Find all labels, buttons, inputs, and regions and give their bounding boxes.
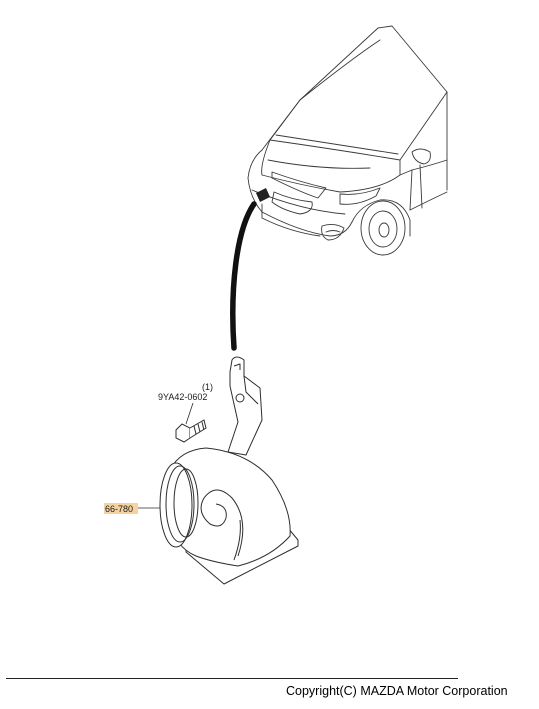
bolt-leader-line	[185, 402, 194, 425]
bolt-illustration	[175, 419, 207, 443]
part-code-highlight	[104, 503, 138, 514]
footer-divider	[6, 678, 458, 679]
part-code-bolt[interactable]: 9YA42-0602	[158, 392, 207, 402]
copyright-text: Copyright(C) MAZDA Motor Corporation	[286, 684, 508, 698]
horn-illustration	[159, 356, 299, 585]
part-qty-label: (1)	[202, 382, 213, 392]
leader-arrow	[230, 201, 257, 351]
car-illustration	[247, 25, 448, 256]
part-code-horn[interactable]: 66-780	[105, 504, 133, 514]
horn-location-marker	[256, 188, 270, 202]
